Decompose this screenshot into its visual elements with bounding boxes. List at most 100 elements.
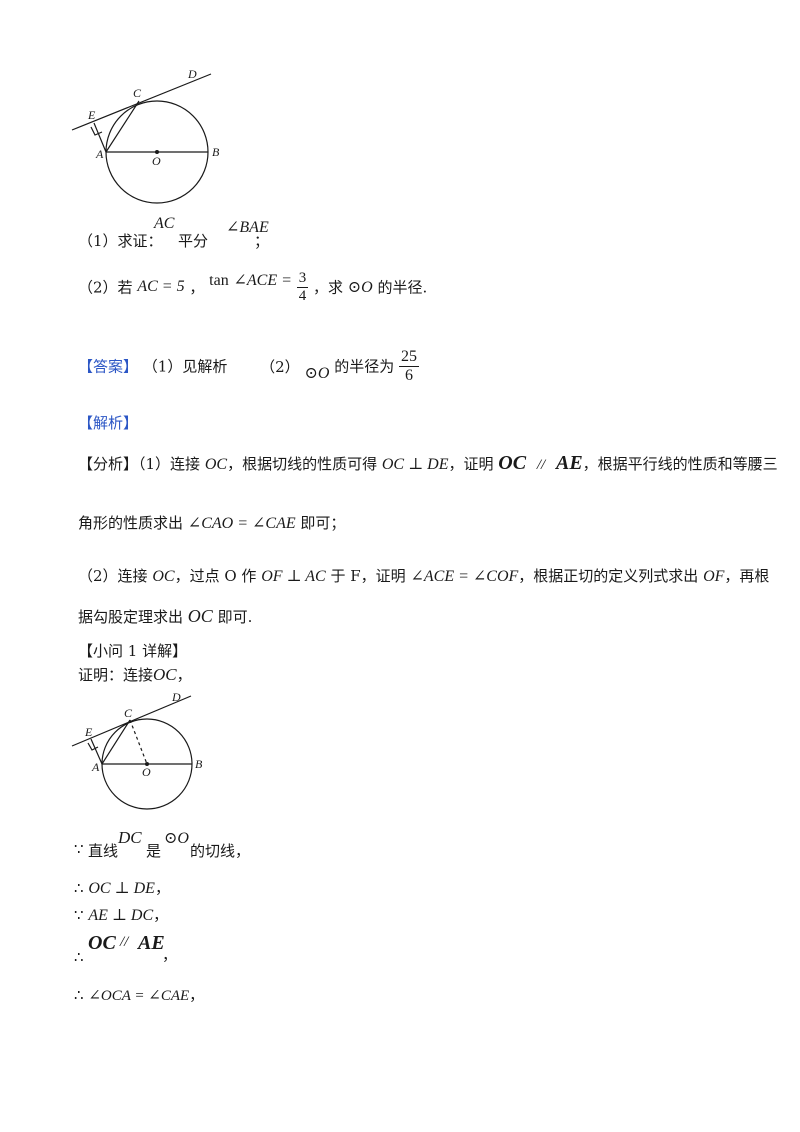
figure-circle-tangent-1: D C E A O B [71,67,220,204]
label-d-2: D [171,690,181,704]
analysis-l3-e: ，再根 [724,567,770,585]
analysis-oc-1: OC [204,456,228,473]
question-2: （2）若 AC = 5 ， tan ∠ACE = 3 4 ，求 ⊙O 的半径. [78,270,427,304]
q2-tan: tan [209,272,229,289]
segment-ae-2 [90,738,103,765]
answer-line: 【答案】 （1）见解析 （2） ⊙O 的半径为 25 6 [78,348,419,384]
figure-circle-tangent-2: D C E A O B [71,690,203,810]
analysis-line-1: 【分析】（1）连接 OC，根据切线的性质可得 OC ⊥ DE，证明 OC // … [78,452,778,475]
step-2-expr: OC ⊥ DE [88,880,155,897]
step-5-expr: ∠OCA = ∠CAE [88,988,190,1004]
step-3-end: ， [153,906,169,924]
step-1-b: 是 [146,842,162,860]
step-5-end: ， [189,986,205,1004]
analysis-l3-c: 于 F，证明 [330,567,406,585]
label-o-2: O [142,765,151,779]
q2-circle: ⊙O [347,279,373,296]
analysis-oc-perp-de: OC ⊥ DE [381,456,449,473]
step-1-circle: ⊙O [164,830,189,847]
analysis-label: 【解析】 [78,414,139,432]
step-2: ∴ OC ⊥ DE， [74,877,170,898]
step-1-dc: DC [118,828,142,847]
label-e-2: E [84,725,93,739]
label-o: O [152,154,161,168]
q2-frac-num: 3 [296,270,309,288]
chord-ac [105,100,140,153]
analysis-l2-b: 即可； [300,514,346,532]
analysis-oc-2: OC [152,568,175,585]
step-5: ∴ ∠OCA = ∠CAE， [74,984,204,1005]
analysis-line-4: 据勾股定理求出 OC 即可. [78,606,252,627]
step-2-symbol: ∴ [74,879,84,897]
right-angle-mark [90,126,103,136]
step-2-end: ， [154,879,170,897]
analysis-l1-c: ，证明 [448,455,494,473]
answer-fraction: 25 6 [399,348,419,384]
label-b: B [212,145,220,159]
chord-ac-2 [101,719,131,765]
step-1-symbol: ∵ [74,840,84,858]
analysis-of: OF [703,568,725,585]
segment-oc-dashed [129,719,148,765]
tangent-line-de [71,73,212,131]
analysis-oc-3: OC [187,606,213,626]
segment-ae [93,122,107,153]
label-a: A [95,147,104,161]
q1-mid: 平分 [178,232,209,250]
analysis-ae-big: AE [555,452,583,474]
step-4: ∴ OC // AE ， [74,932,194,966]
answer-frac-num: 25 [399,348,419,367]
analysis-l1-d: ，根据平行线的性质和等腰三 [582,455,778,473]
step-3-symbol: ∵ [74,906,84,924]
label-c-2: C [124,706,133,720]
q2-comma1: ， [189,278,205,297]
q2-tail: ，求 [312,278,343,297]
q1-angle: ∠BAE [226,219,269,236]
step-1-c: 的切线， [190,842,251,860]
sub1-proof-b: ， [176,666,192,684]
step-4-parallel: // [120,934,129,950]
step-3-expr: AE ⊥ DC [88,907,154,924]
q2-eq: AC = 5 [137,278,185,295]
step-3: ∵ AE ⊥ DC， [74,904,168,925]
answer-part2: （2） [260,357,300,376]
right-angle-mark-2 [87,742,99,751]
step-1-a: 直线 [88,842,119,860]
analysis-l1-b: ，根据切线的性质可得 [227,455,378,473]
q1-ac: AC [154,215,175,232]
analysis-l3-b: ，过点 O 作 [174,567,257,585]
label-e: E [87,108,96,122]
q2-frac-den: 4 [298,287,307,304]
analysis-tag: 【分析】 [78,455,139,473]
label-a-2: A [91,760,100,774]
label-b-2: B [195,757,203,771]
step-4-oc: OC [88,932,116,954]
analysis-of-perp-ac: OF ⊥ AC [261,568,326,585]
tangent-line-de-2 [71,695,192,747]
step-1: ∵ 直线 DC 是 ⊙O 的切线， [74,828,334,860]
answer-frac-den: 6 [405,366,413,384]
label-d: D [187,67,197,81]
center-dot-2 [145,762,149,766]
analysis-l4-b: 即可. [217,608,253,626]
q1-num: （1）求证： [78,232,163,250]
sub1-proof: 证明：连接OC， [78,664,192,685]
analysis-l4-a: 据勾股定理求出 [78,608,184,626]
q2-fraction: 3 4 [296,270,309,304]
step-5-symbol: ∴ [74,986,84,1004]
analysis-l3-d: ，根据正切的定义列式求出 [518,567,699,585]
step-4-symbol: ∴ [74,948,84,966]
answer-part1: （1）见解析 [142,357,228,376]
analysis-ace-cof: ∠ACE = ∠COF [410,568,519,585]
step-4-ae: AE [138,932,165,954]
sub1-proof-a: 证明：连接 [78,666,154,684]
sub1-label: 【小问 1 详解】 [78,642,188,660]
q2-angle: ∠ACE = [233,272,292,289]
analysis-line-2: 角形的性质求出 ∠CAO = ∠CAE 即可； [78,512,345,533]
q2-end: 的半径. [377,278,428,297]
analysis-line-3: （2）连接 OC，过点 O 作 OF ⊥ AC 于 F，证明 ∠ACE = ∠C… [78,565,769,586]
analysis-l2-a: 角形的性质求出 [78,514,184,532]
label-c: C [133,86,142,100]
answer-label: 【答案】 [78,357,139,376]
step-4-end: ， [162,946,178,964]
